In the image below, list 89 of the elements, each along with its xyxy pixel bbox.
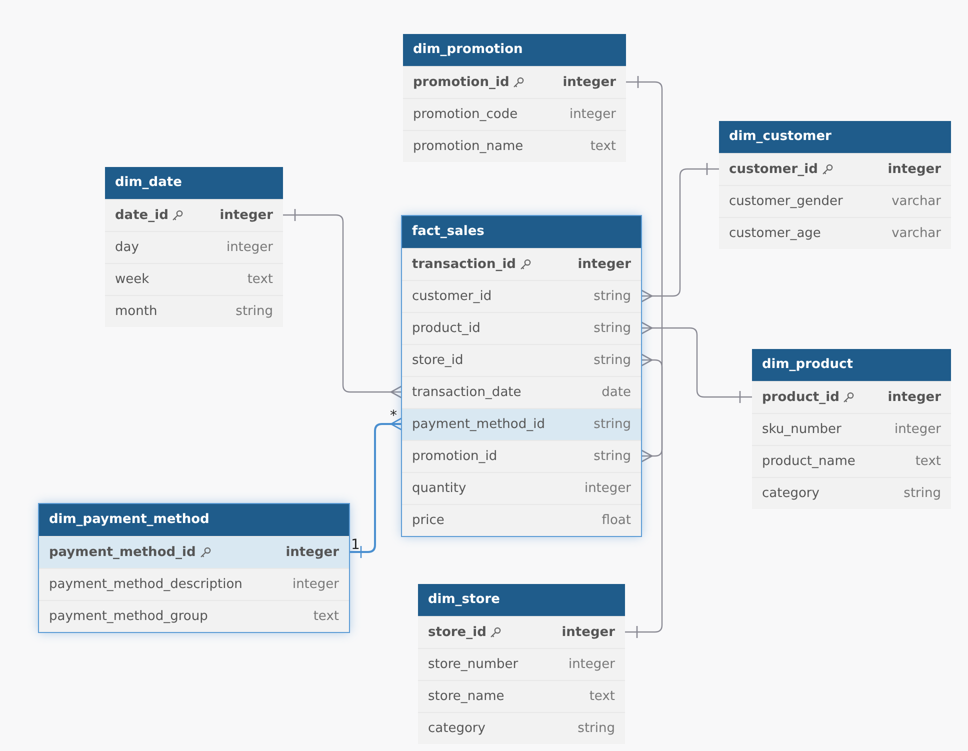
table-name: dim_date xyxy=(105,167,283,199)
relationship-line xyxy=(640,321,752,404)
column-type: float xyxy=(602,513,631,528)
column-type: integer xyxy=(562,75,616,90)
column-name: customer_id xyxy=(412,289,492,304)
column-name: day xyxy=(115,240,139,255)
column-type: integer xyxy=(568,657,615,672)
table-row xyxy=(39,568,349,600)
column-name: category xyxy=(762,486,820,501)
column-name: payment_method_description xyxy=(49,577,242,592)
column-type: date xyxy=(602,385,631,400)
column-type: integer xyxy=(286,545,339,560)
table-name: fact_sales xyxy=(402,216,641,248)
column-name: customer_age xyxy=(729,226,821,241)
table-row xyxy=(402,248,641,280)
column-type: integer xyxy=(292,577,339,592)
column-name: promotion_code xyxy=(413,107,518,122)
column-type: integer xyxy=(888,162,941,177)
column-name: payment_method_id xyxy=(49,545,211,560)
column-type: string xyxy=(236,304,273,319)
column-name: customer_gender xyxy=(729,194,843,209)
relationship-line xyxy=(349,417,403,559)
column-type: text xyxy=(247,272,273,287)
table-row xyxy=(402,376,641,408)
column-type: integer xyxy=(578,257,631,272)
table-row xyxy=(402,440,641,472)
column-name: store_number xyxy=(428,657,518,672)
column-type: string xyxy=(594,417,631,432)
column-name: quantity xyxy=(412,481,466,496)
column-name: store_id xyxy=(428,625,502,640)
column-name: promotion_id xyxy=(413,75,524,90)
table-name: dim_promotion xyxy=(403,34,626,66)
table-row xyxy=(39,600,349,632)
relationship-line xyxy=(283,208,403,399)
relationship-line xyxy=(626,75,663,463)
column-name: week xyxy=(115,272,150,287)
column-type: text xyxy=(915,454,941,469)
column-type: string xyxy=(904,486,941,501)
entity-table xyxy=(39,504,349,632)
column-type: integer xyxy=(226,240,273,255)
table-row xyxy=(402,312,641,344)
column-name: product_id xyxy=(412,321,480,336)
column-name: transaction_date xyxy=(412,385,522,400)
column-type: string xyxy=(594,289,631,304)
column-type: integer xyxy=(569,107,616,122)
column-name: month xyxy=(115,304,158,319)
table-row xyxy=(39,536,349,568)
table-row xyxy=(402,504,641,536)
column-type: integer xyxy=(584,481,631,496)
column-type: string xyxy=(594,353,631,368)
column-type: string xyxy=(594,321,631,336)
column-name: date_id xyxy=(115,208,184,223)
column-type: varchar xyxy=(892,194,941,209)
cardinality-label: 1 xyxy=(351,537,360,553)
entity-table xyxy=(402,216,641,536)
relationship-line xyxy=(640,162,719,303)
column-name: payment_method_id xyxy=(412,417,545,432)
column-name: promotion_id xyxy=(412,449,498,464)
relationship-line xyxy=(625,353,663,639)
column-type: text xyxy=(590,139,616,154)
column-name: store_id xyxy=(412,353,464,368)
column-type: string xyxy=(578,721,615,736)
column-type: text xyxy=(313,609,339,624)
column-name: product_id xyxy=(762,390,854,405)
column-name: payment_method_group xyxy=(49,609,208,624)
column-name: category xyxy=(428,721,486,736)
column-type: integer xyxy=(888,390,941,405)
column-type: integer xyxy=(220,208,273,223)
column-type: integer xyxy=(894,422,941,437)
table-row xyxy=(402,472,641,504)
table-name: dim_customer xyxy=(719,121,951,153)
table-name: dim_store xyxy=(418,584,625,616)
cardinality-label: * xyxy=(390,408,397,424)
table-name: dim_product xyxy=(752,349,951,381)
table-name: dim_payment_method xyxy=(39,504,349,536)
column-type: text xyxy=(589,689,615,704)
column-name: transaction_id xyxy=(412,257,531,272)
table-row xyxy=(402,408,641,440)
column-name: sku_number xyxy=(762,422,842,437)
column-name: store_name xyxy=(428,689,504,704)
column-type: integer xyxy=(562,625,615,640)
column-type: varchar xyxy=(892,226,941,241)
table-row xyxy=(402,344,641,376)
column-name: price xyxy=(412,513,444,528)
column-name: product_name xyxy=(762,454,856,469)
column-name: promotion_name xyxy=(413,139,524,154)
column-name: customer_id xyxy=(729,162,833,177)
column-type: string xyxy=(594,449,631,464)
table-row xyxy=(402,280,641,312)
